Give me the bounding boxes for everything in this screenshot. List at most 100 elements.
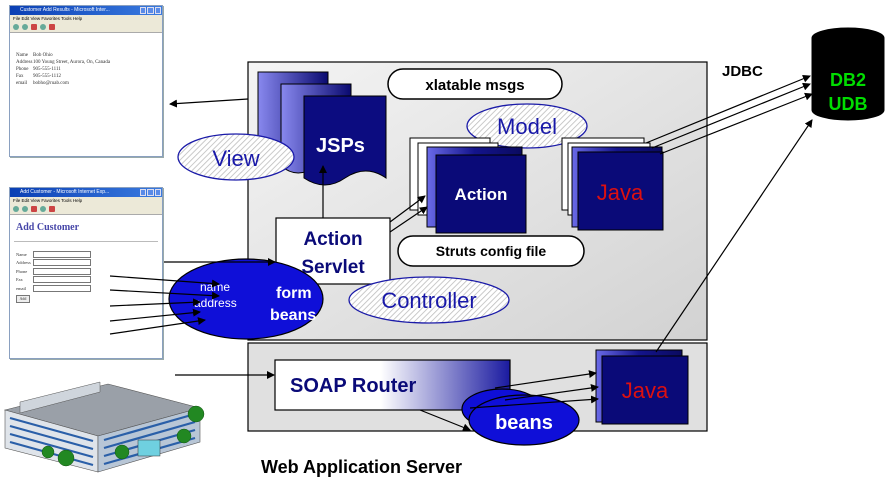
action-label: Action <box>455 185 508 204</box>
result-value: 100 Young Street, Aurora, On, Canada <box>33 60 111 65</box>
arrow-servlet-to-action-1 <box>389 195 426 223</box>
arrow-address-field <box>109 289 220 300</box>
form-field-label: Phone <box>16 268 28 274</box>
db2-label-2: UDB <box>829 94 868 114</box>
result-row: Name Bob Ohio <box>16 52 156 59</box>
arrow-router-to-java-1 <box>494 370 597 389</box>
arrow-name-field <box>109 275 220 288</box>
form-field-label: Fax <box>16 277 23 283</box>
connectors <box>109 74 813 432</box>
java-soap-label: Java <box>622 378 669 403</box>
arrow-router-to-java-2 <box>504 384 599 401</box>
office-building-icon <box>3 381 205 473</box>
arrow-beans-to-java <box>469 395 599 409</box>
jsps-label: JSPs <box>316 135 365 157</box>
arrow-soap-java-to-db <box>655 119 813 353</box>
form-field-input[interactable] <box>33 259 91 267</box>
form-row: Fax <box>16 276 156 285</box>
browser-window-results: Customer Add Results - Microsoft Inter..… <box>9 5 163 157</box>
result-label: Fax <box>16 74 24 79</box>
form-beans-ellipse <box>168 258 324 340</box>
arrow-servlet-to-action-2 <box>389 206 428 233</box>
arrow-fax-field <box>109 308 201 322</box>
beans-label: beans <box>495 412 553 434</box>
result-value: bobho@ruab.com <box>33 81 69 86</box>
form-field-input[interactable] <box>33 250 91 258</box>
form-row: email <box>16 284 156 293</box>
forward-icon <box>22 206 28 212</box>
form-field-label: Address <box>16 260 31 266</box>
browser-menu-bar[interactable]: File Edit View Favorites Tools Help <box>10 15 162 22</box>
refresh-icon <box>40 24 46 30</box>
browser-title-bar: Customer Add Results - Microsoft Inter..… <box>10 6 162 15</box>
back-icon <box>13 24 19 30</box>
browser-title: Add Customer - Microsoft Internet Exp... <box>20 189 110 195</box>
action-stack <box>409 137 527 234</box>
add-button[interactable]: Add <box>16 294 30 303</box>
java-model-label: Java <box>597 180 644 205</box>
arrow-java-to-db-2 <box>651 82 811 149</box>
arrow-email-field <box>109 317 206 335</box>
server-caption: Web Application Server <box>261 457 462 477</box>
result-value: Bob Ohio <box>33 53 53 58</box>
db2-label-1: DB2 <box>830 70 866 90</box>
window-controls[interactable] <box>140 189 161 196</box>
controller-ellipse <box>348 276 510 324</box>
form-beans-address-label: address <box>194 296 237 310</box>
form-beans-label-2: beans <box>270 307 316 324</box>
browser-menu-bar[interactable]: File Edit View Favorites Tools Help <box>10 197 162 204</box>
window-controls[interactable] <box>140 7 161 14</box>
form-field-input[interactable] <box>33 276 91 284</box>
result-value: 905-555-1112 <box>33 74 61 79</box>
arrow-router-to-beans <box>419 409 471 432</box>
result-row: Fax 905-555-1112 <box>16 73 156 80</box>
form-field-input[interactable] <box>33 284 91 292</box>
action-servlet-label-1: Action <box>303 229 362 250</box>
controller-label: Controller <box>381 288 476 313</box>
view-label: View <box>212 146 259 171</box>
arrow-java-to-db-1 <box>645 74 811 144</box>
browser-title: Customer Add Results - Microsoft Inter..… <box>20 7 110 13</box>
form-field-label: email <box>16 285 26 291</box>
back-icon <box>13 206 19 212</box>
jdbc-label: JDBC <box>722 63 763 80</box>
refresh-icon <box>40 206 46 212</box>
db2-cylinder-icon <box>811 27 885 121</box>
form-field-label: Name <box>16 251 27 257</box>
arrow-phone-field <box>109 298 201 307</box>
result-row: Phone 905-555-1111 <box>16 66 156 73</box>
form-row: Name <box>16 250 156 259</box>
result-label: Name <box>16 53 28 58</box>
stop-icon <box>31 206 37 212</box>
form-heading: Add Customer <box>16 222 80 233</box>
model-label: Model <box>497 114 557 139</box>
browser-toolbar[interactable] <box>10 204 162 215</box>
arrow-view-to-results <box>169 98 249 108</box>
xlatable-msgs-bubble <box>387 68 563 100</box>
jsp-stack-icon <box>257 71 387 186</box>
form-row: Address <box>16 259 156 268</box>
form-field-input[interactable] <box>33 267 91 275</box>
view-ellipse <box>177 133 295 181</box>
home-icon <box>49 206 55 212</box>
result-label: Phone <box>16 67 29 72</box>
browser-toolbar[interactable] <box>10 22 162 33</box>
action-servlet-label-2: Servlet <box>301 257 365 278</box>
struts-config-bubble <box>397 235 585 267</box>
xlatable-msgs-label: xlatable msgs <box>425 77 524 94</box>
form-row: Phone <box>16 267 156 276</box>
struts-config-label: Struts config file <box>436 243 547 259</box>
arrow-java-to-db-3 <box>659 92 813 155</box>
browser-window-form: Add Customer - Microsoft Internet Exp...… <box>9 187 163 359</box>
model-ellipse <box>466 103 588 149</box>
stop-icon <box>31 24 37 30</box>
java-model-stack <box>561 137 664 231</box>
form-beans-name-label: name <box>200 280 230 294</box>
result-value: 905-555-1111 <box>33 67 61 72</box>
result-label: Address <box>16 60 33 65</box>
